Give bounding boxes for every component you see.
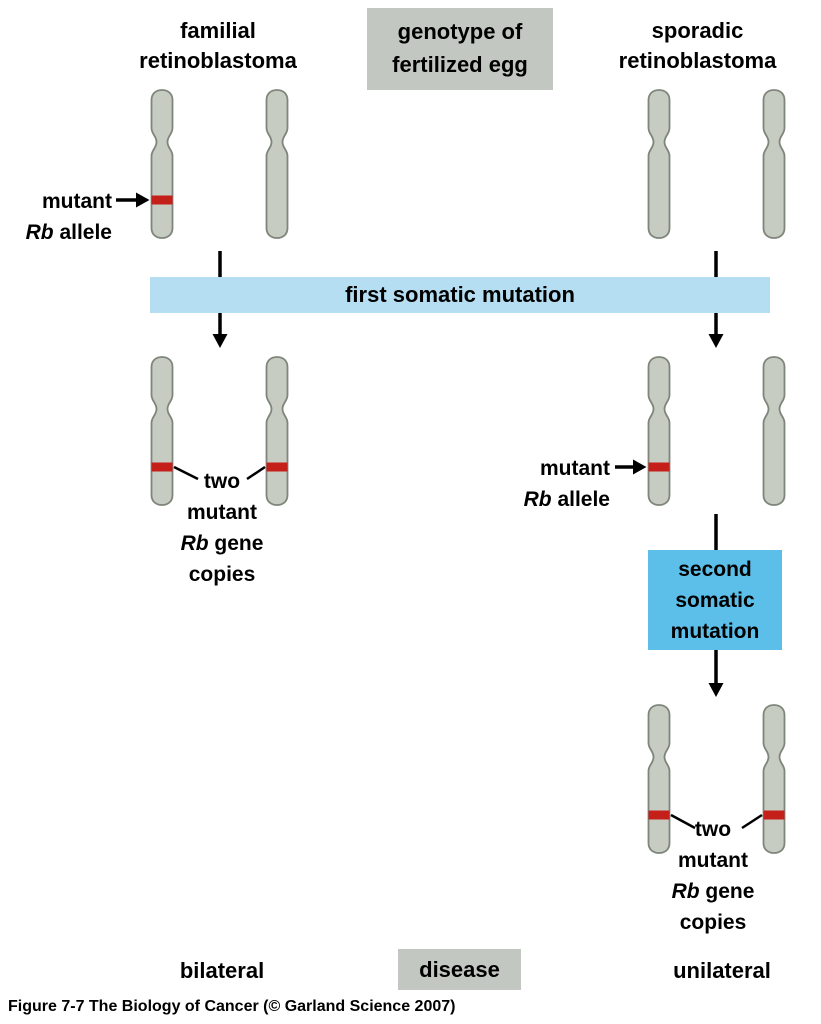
chromosome-normal — [762, 89, 786, 239]
word-copies: copies — [188, 563, 256, 586]
word-mutant: mutant — [540, 457, 610, 480]
word-gene: gene — [208, 532, 264, 555]
word-gene: gene — [699, 880, 755, 903]
heading-sporadic-retinoblastoma: sporadic retinoblastoma — [618, 18, 777, 73]
arrowhead-down-icon — [708, 683, 724, 697]
genotype-of-fertilized-egg-box: genotype of fertilized egg — [367, 8, 553, 90]
gene-symbol-rb: Rb — [180, 532, 209, 555]
word-allele: allele — [53, 221, 112, 244]
heading-familial-retinoblastoma: familial retinoblastoma — [139, 18, 297, 73]
word-allele: allele — [551, 488, 610, 511]
arrowhead-down-icon — [212, 334, 228, 348]
mutant-rb-allele-label-left: mutant Rb allele — [6, 186, 112, 248]
first-somatic-mutation-label: first somatic mutation — [345, 282, 575, 307]
outcome-unilateral: unilateral — [673, 958, 771, 983]
word-mutant: mutant — [678, 849, 748, 872]
second-somatic-mutation-box: second somatic mutation — [648, 550, 782, 650]
gene-symbol-rb: Rb — [671, 880, 700, 903]
disease-box: disease — [398, 949, 521, 990]
second-mutation-line2: somatic — [675, 589, 755, 612]
word-two: two — [694, 818, 732, 841]
chromosome-mutant — [150, 89, 174, 239]
figure-caption: Figure 7-7 The Biology of Cancer (© Garl… — [8, 998, 456, 1015]
genotype-box-label: genotype of fertilized egg — [392, 19, 528, 77]
word-mutant: mutant — [187, 501, 257, 524]
arrowhead-right-icon — [633, 459, 647, 475]
second-mutation-line1: second — [678, 558, 752, 581]
chromosome-normal — [265, 89, 289, 239]
word-mutant: mutant — [42, 190, 112, 213]
word-copies: copies — [679, 911, 747, 934]
gene-symbol-rb: Rb — [25, 221, 54, 244]
chromosome-normal — [762, 356, 786, 506]
arrowhead-down-icon — [708, 334, 724, 348]
chromosome-mutant — [647, 356, 671, 506]
two-mutant-copies-label-right: two mutant Rb gene copies — [638, 814, 788, 938]
second-mutation-line3: mutation — [670, 620, 760, 643]
word-two: two — [203, 470, 241, 493]
first-somatic-mutation-band: first somatic mutation — [150, 277, 770, 313]
outcome-bilateral: bilateral — [179, 958, 265, 983]
chromosome-normal — [647, 89, 671, 239]
disease-label: disease — [419, 957, 500, 982]
two-mutant-copies-label-left: two mutant Rb gene copies — [147, 466, 297, 590]
gene-symbol-rb: Rb — [523, 488, 552, 511]
mutant-rb-allele-label-right: mutant Rb allele — [502, 453, 610, 515]
arrowhead-right-icon — [136, 192, 150, 208]
